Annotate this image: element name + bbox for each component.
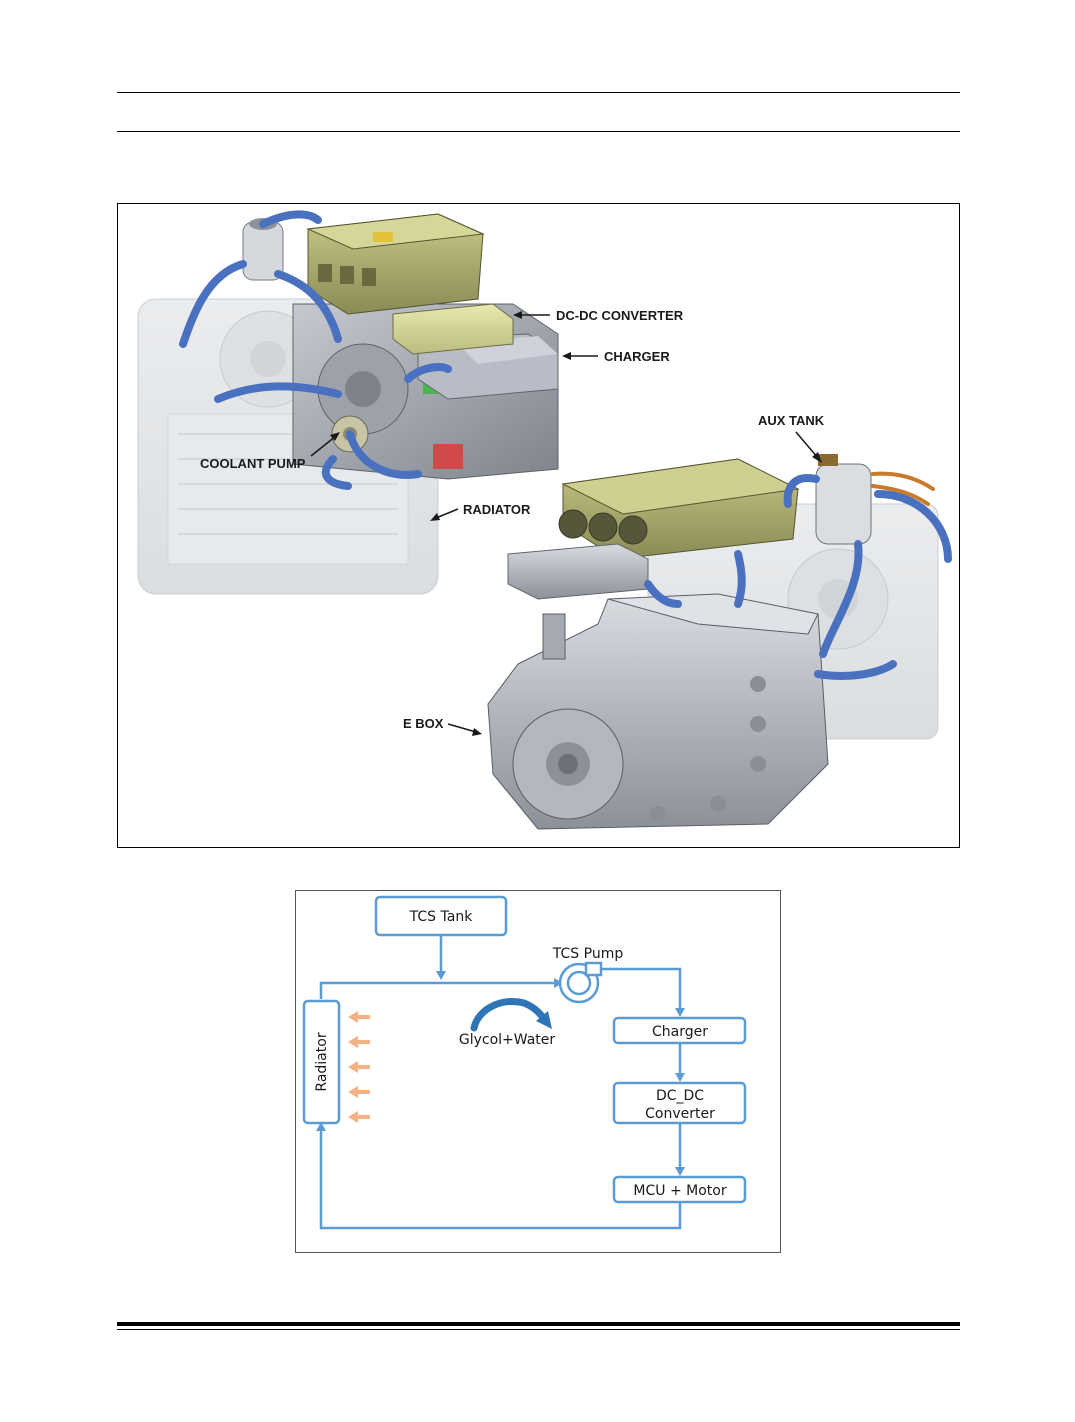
callout-coolant-pump: COOLANT PUMP bbox=[200, 432, 340, 471]
airflow-arrow-icon bbox=[348, 1086, 370, 1098]
airflow-arrow-icon bbox=[348, 1111, 370, 1123]
tcs-tank-label: TCS Tank bbox=[409, 909, 474, 925]
mcu-motor-node bbox=[612, 1175, 747, 1204]
dcdc-label-line2: Converter bbox=[645, 1106, 715, 1122]
callout-dcdc-converter: DC-DC CONVERTER bbox=[513, 308, 684, 323]
airflow-arrow-icon bbox=[348, 1061, 370, 1073]
footer-rule-thick bbox=[117, 1322, 960, 1326]
illustration-canvas: DC-DC CONVERTER CHARGER AUX TANK COOLANT… bbox=[137, 210, 952, 830]
header-rule-top bbox=[117, 92, 960, 93]
header-rule-bottom bbox=[117, 131, 960, 132]
left-controller bbox=[306, 213, 485, 315]
callout-charger: CHARGER bbox=[562, 349, 670, 364]
mcu-motor-label: MCU + Motor bbox=[633, 1183, 726, 1199]
airflow-arrows bbox=[348, 1011, 370, 1123]
flow-arrowheads bbox=[316, 971, 685, 1176]
charger-node bbox=[612, 1016, 747, 1045]
callout-radiator: RADIATOR bbox=[430, 502, 531, 521]
right-copper-lines bbox=[871, 471, 935, 506]
footer-rule-thin bbox=[117, 1329, 960, 1330]
right-e-box bbox=[487, 593, 829, 830]
radiator-node bbox=[302, 999, 341, 1125]
diagram-canvas: TCS Tank TCS Pump Glycol+Water Charger D… bbox=[302, 895, 747, 1230]
tcs-pump-label: TCS Pump bbox=[552, 946, 624, 962]
callout-e-box: E BOX bbox=[403, 716, 482, 736]
label-coolant-pump: COOLANT PUMP bbox=[200, 456, 306, 471]
left-dcdc-converter bbox=[392, 303, 514, 355]
right-controller bbox=[558, 458, 800, 560]
circulation-arrow-icon bbox=[470, 998, 552, 1032]
tcs-tank-node bbox=[374, 895, 508, 937]
cooling-circuit-diagram: TCS Tank TCS Pump Glycol+Water Charger D… bbox=[295, 890, 781, 1253]
label-aux-tank: AUX TANK bbox=[758, 413, 825, 428]
callout-aux-tank: AUX TANK bbox=[758, 413, 825, 463]
pump-icon bbox=[558, 961, 603, 1004]
left-coolant-hoses bbox=[179, 210, 452, 490]
right-aux-tank bbox=[815, 454, 872, 545]
label-e-box: E BOX bbox=[403, 716, 444, 731]
glycol-water-label: Glycol+Water bbox=[459, 1032, 556, 1048]
thermal-system-illustration: DC-DC CONVERTER CHARGER AUX TANK COOLANT… bbox=[117, 203, 960, 848]
right-coolant-hoses bbox=[644, 474, 952, 680]
dcdc-label-line1: DC_DC bbox=[656, 1088, 704, 1104]
flow-lines bbox=[319, 935, 682, 1230]
label-dcdc-converter: DC-DC CONVERTER bbox=[556, 308, 684, 323]
airflow-arrow-icon bbox=[348, 1036, 370, 1048]
airflow-arrow-icon bbox=[348, 1011, 370, 1023]
right-charger-box bbox=[507, 543, 649, 600]
label-radiator: RADIATOR bbox=[463, 502, 531, 517]
dcdc-node bbox=[612, 1081, 747, 1125]
radiator-label: Radiator bbox=[314, 1032, 330, 1091]
label-charger: CHARGER bbox=[604, 349, 670, 364]
charger-label: Charger bbox=[652, 1024, 708, 1040]
